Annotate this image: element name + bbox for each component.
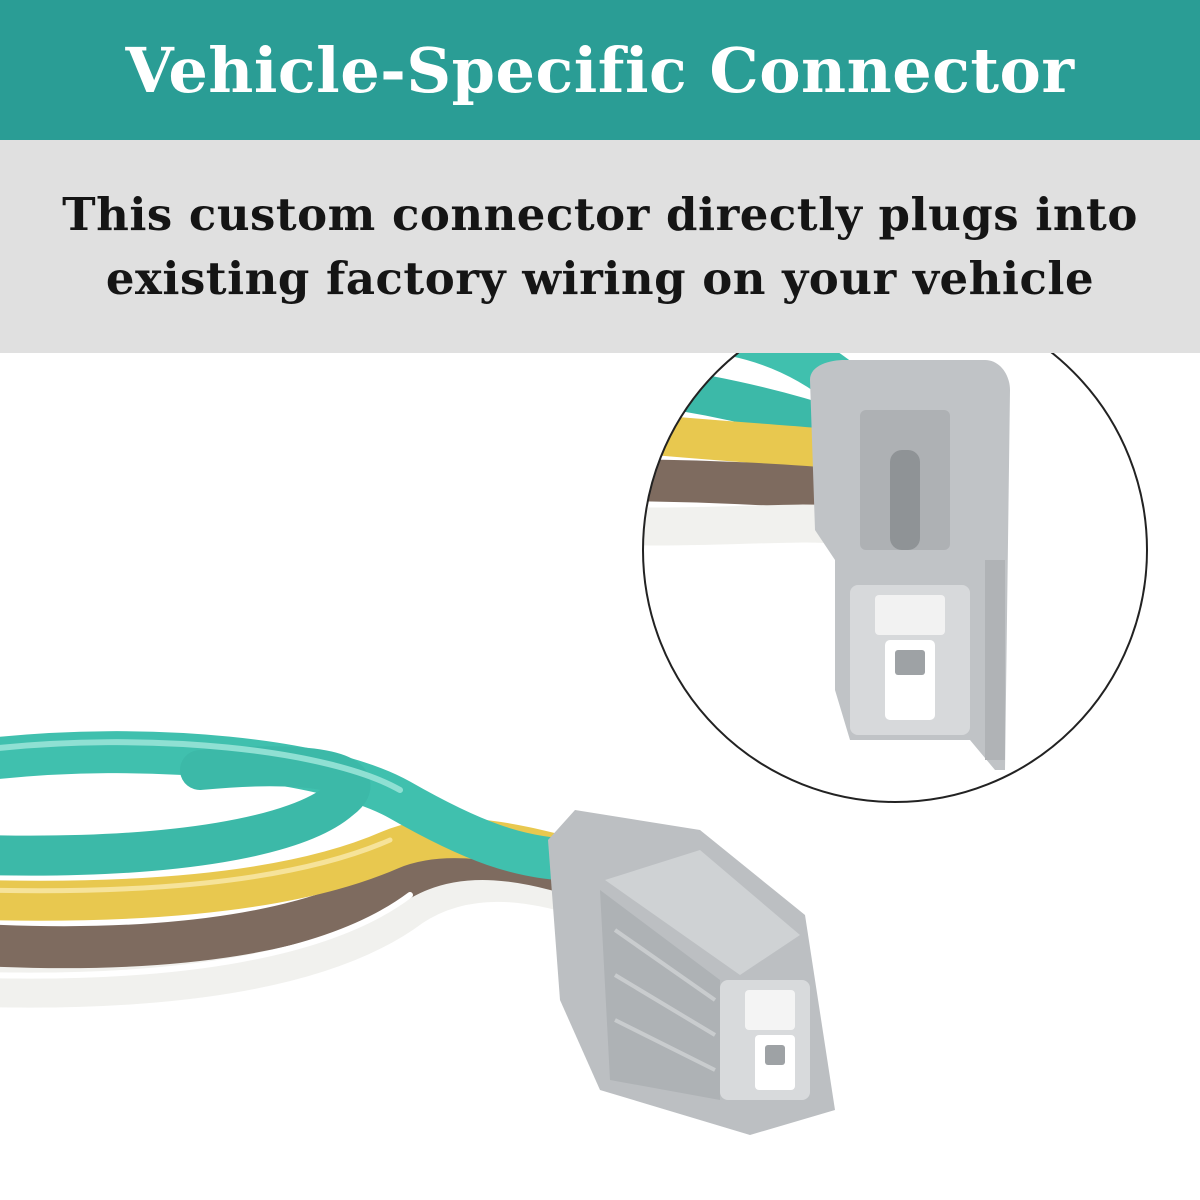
description-line-1: This custom connector directly plugs int…: [62, 187, 1138, 241]
banner-title: Vehicle-Specific Connector: [125, 33, 1075, 107]
teal-wire-front: [0, 746, 371, 876]
wire-bundle: [0, 731, 622, 1008]
description-band: This custom connector directly plugs int…: [0, 140, 1200, 353]
main-connector: [548, 810, 835, 1135]
description-line-2: existing factory wiring on your vehicle: [105, 251, 1095, 305]
zoom-inset: [642, 297, 1148, 803]
header-banner: Vehicle-Specific Connector: [0, 0, 1200, 140]
